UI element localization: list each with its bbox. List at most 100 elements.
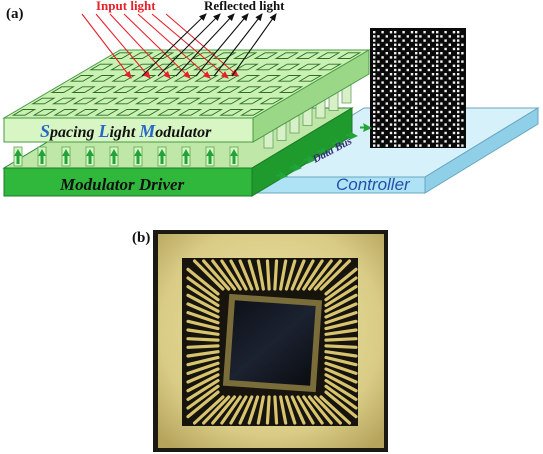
slm-pixel — [275, 63, 301, 71]
pattern-dot — [377, 43, 380, 46]
pattern-dot — [373, 110, 376, 114]
slm-pixel — [238, 97, 264, 105]
bond-pad — [324, 384, 358, 410]
pattern-dot — [385, 110, 388, 114]
pattern-dot — [457, 56, 460, 59]
pattern-dot — [448, 119, 451, 122]
bond-pad — [324, 319, 358, 331]
pattern-dot — [394, 106, 397, 109]
pattern-dot — [398, 94, 401, 97]
bond-pad — [186, 328, 220, 336]
pattern-dot — [394, 81, 397, 84]
pattern-dot — [389, 98, 393, 101]
slm-pixel — [198, 109, 224, 116]
pattern-dot — [373, 144, 376, 147]
pattern-dot — [452, 64, 456, 67]
up-arrow-icon — [86, 149, 94, 164]
slm-pixel — [32, 109, 58, 116]
pattern-dot — [452, 81, 456, 84]
slm-pixel — [296, 63, 322, 71]
pattern-dot — [406, 52, 409, 55]
bond-pad — [324, 390, 358, 419]
pattern-dot — [423, 123, 426, 126]
pattern-dot — [394, 98, 397, 101]
pattern-dot — [457, 52, 460, 55]
pattern-dot — [381, 56, 384, 59]
slm-pixel — [152, 75, 178, 82]
pattern-dot — [373, 52, 376, 55]
pattern-dot — [436, 60, 439, 63]
bond-pad — [313, 259, 342, 291]
pattern-dot — [436, 85, 439, 88]
pattern-dot — [436, 123, 439, 126]
panel-b-label: (b) — [132, 230, 150, 246]
bond-pad — [324, 373, 358, 393]
pattern-dot — [444, 56, 447, 59]
pattern-dot — [394, 127, 397, 130]
slm-pixel — [257, 86, 283, 93]
bond-pad — [229, 259, 248, 291]
pattern-dot — [440, 119, 443, 122]
pattern-dot — [389, 39, 393, 42]
bus-arrow-icon — [276, 171, 288, 180]
bond-pad — [186, 302, 220, 319]
pattern-dot — [461, 77, 464, 80]
pattern-dot — [402, 81, 405, 84]
pattern-dot — [457, 68, 460, 72]
input-light-ray — [151, 13, 229, 79]
bond-pad — [186, 311, 220, 325]
pattern-dot — [431, 73, 435, 76]
bond-pad — [186, 367, 220, 384]
pattern-dot — [373, 35, 376, 38]
pattern-dot — [410, 106, 414, 109]
pattern-dot — [394, 140, 397, 143]
bond-pad — [186, 390, 220, 419]
pattern-dot — [415, 85, 418, 88]
slm-pixel — [170, 52, 196, 59]
up-arrow-icon — [230, 149, 238, 164]
slm-pixel — [336, 52, 362, 59]
pattern-dot — [394, 56, 397, 59]
pattern-dot — [394, 73, 397, 76]
pattern-dot — [373, 43, 376, 46]
pattern-dot — [436, 131, 439, 135]
pattern-dot — [436, 77, 439, 80]
up-arrow-icon — [158, 149, 166, 164]
pattern-dot — [394, 85, 397, 88]
pattern-dot — [436, 98, 439, 101]
pattern-dot — [423, 31, 426, 34]
slm-pixel — [213, 63, 239, 71]
pattern-dot — [373, 123, 376, 126]
pattern-dot — [440, 94, 443, 97]
bond-pad — [202, 259, 231, 291]
pattern-dot — [436, 73, 439, 76]
pattern-dot — [398, 127, 401, 130]
pattern-dot — [385, 60, 388, 63]
pattern-dot — [415, 52, 418, 55]
pattern-dot — [398, 102, 401, 105]
pattern-dot — [431, 39, 435, 42]
pattern-dot — [452, 89, 456, 93]
reflected-light-ray — [175, 13, 235, 77]
pattern-dot — [398, 43, 401, 46]
bus-arrow-icon — [304, 155, 316, 164]
pattern-dot — [394, 43, 397, 46]
pattern-dot — [410, 39, 414, 42]
bond-pad — [290, 259, 306, 291]
pattern-dot — [457, 131, 460, 135]
pattern-dot — [394, 123, 397, 126]
pattern-dot — [402, 140, 405, 143]
pattern-dot — [444, 115, 447, 118]
pattern-dot — [427, 60, 430, 63]
pattern-dot — [415, 144, 418, 147]
slm-pixel — [217, 97, 243, 105]
bond-pad — [324, 285, 358, 308]
slm-pixel — [71, 86, 96, 93]
pattern-dot — [377, 68, 380, 72]
pattern-dot — [394, 119, 397, 122]
pattern-dot — [436, 35, 439, 38]
pattern-dot — [448, 102, 451, 105]
slm-pixel — [133, 86, 159, 93]
pattern-dot — [381, 64, 384, 67]
pattern-dot — [381, 98, 384, 101]
